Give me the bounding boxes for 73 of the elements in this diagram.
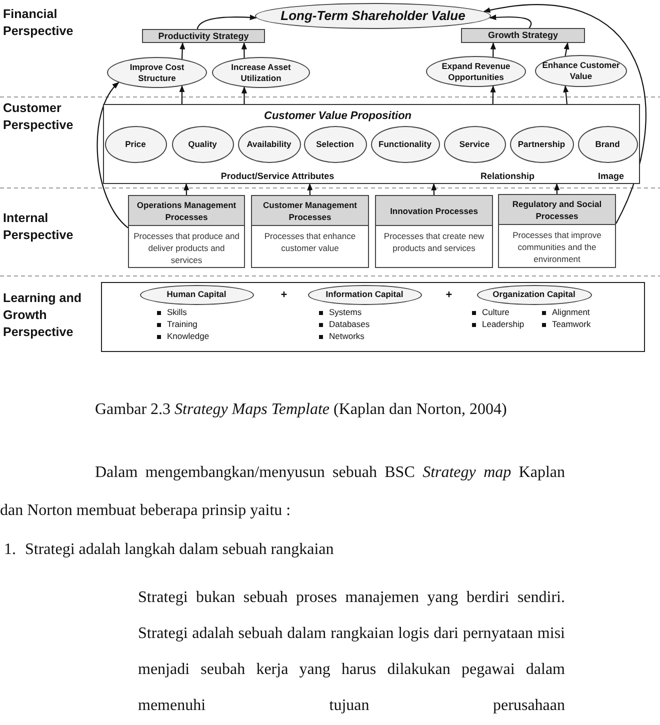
- arrow: [554, 183, 560, 194]
- list-item: Skills: [167, 307, 187, 318]
- list-item: Knowledge: [167, 331, 210, 342]
- section-label: Learning and Growth Perspective: [3, 290, 82, 341]
- process-description: Processes that produce and deliver products and services: [132, 230, 240, 267]
- objective-ellipse: Price: [104, 126, 166, 162]
- list-item: Systems: [329, 307, 362, 318]
- objective-ellipse: Expand Revenue Opportunities: [426, 56, 526, 87]
- list-item: Alignment: [552, 307, 590, 318]
- objective-ellipse: Human Capital: [140, 284, 254, 304]
- group-frame: [101, 282, 645, 352]
- list-item: Training: [167, 319, 198, 330]
- body-text: Dalam mengembangkan/menyusun sebuah BSC Strategy map Kaplan dan Norton membuat beberapa prinsip yaitu :: [0, 463, 565, 521]
- arrow: [307, 183, 313, 196]
- process-box: [375, 195, 493, 268]
- process-description: Processes that create new products and services: [382, 230, 486, 255]
- objective-ellipse: Availability: [238, 126, 300, 162]
- process-heading: Regulatory and Social Processes: [499, 195, 615, 225]
- section-label: Financial Perspective: [3, 6, 74, 40]
- figure-caption: Gambar 2.3 Strategy Maps Template (Kaplan dan Norton, 2004): [95, 400, 508, 420]
- arrow: [431, 183, 437, 195]
- arrow: [96, 82, 128, 228]
- objective-ellipse: Partnership: [510, 126, 574, 162]
- process-box: [498, 194, 616, 268]
- arrow: [490, 85, 496, 104]
- arrow: [180, 42, 186, 60]
- arrow: [489, 14, 532, 28]
- process-box: [128, 195, 245, 268]
- section-label: Image: [596, 170, 625, 183]
- objective-ellipse: Functionality: [370, 126, 440, 162]
- arrow: [184, 183, 190, 196]
- arrow: [490, 42, 496, 57]
- goal-ellipse: Long-Term Shareholder Value: [255, 3, 491, 29]
- process-description: Processes that improve communities and the environment: [512, 229, 602, 266]
- objective-ellipse: Improve Cost Structure: [107, 57, 207, 88]
- body-text: 1.: [4, 540, 17, 560]
- objective-ellipse: Quality: [172, 126, 234, 162]
- arrow: [241, 42, 247, 58]
- list-item: Networks: [329, 331, 364, 342]
- arrow: [179, 85, 185, 104]
- objective-ellipse: Selection: [304, 126, 366, 162]
- list-item: Databases: [329, 319, 370, 330]
- arrow: [563, 85, 569, 104]
- body-text: Strategi adalah langkah dalam sebuah rangkaian: [25, 540, 335, 560]
- section-label: Customer Perspective: [3, 100, 74, 134]
- objective-ellipse: Organization Capital: [476, 284, 592, 304]
- body-text: Strategi bukan sebuah proses manajemen yang berdiri sendiri. Strategi adalah sebuah dalam rangkaian logis dari pernyataan misi menjadi seubah kerja yang harus dilakukan pegawai dalam memenuhi tujuan perusahaan: [138, 588, 565, 716]
- section-label: Relationship: [479, 170, 536, 183]
- process-description: Processes that enhance customer value: [263, 230, 357, 255]
- section-label: Product/Service Attributes: [220, 170, 336, 183]
- strategy-box: Growth Strategy: [461, 28, 585, 43]
- frame-heading: Customer Value Proposition: [264, 109, 412, 124]
- process-box: [251, 195, 369, 268]
- group-frame: [103, 104, 640, 184]
- arrow: [241, 86, 248, 104]
- arrow: [564, 42, 570, 56]
- objective-ellipse: Increase Asset Utilization: [212, 57, 310, 88]
- arrow: [483, 4, 646, 224]
- section-label: +: [280, 288, 288, 303]
- strategy-box: Productivity Strategy: [142, 29, 265, 43]
- process-heading: Operations Management Processes: [129, 196, 244, 226]
- objective-ellipse: Enhance Customer Value: [535, 55, 627, 87]
- list-item: Teamwork: [552, 319, 591, 330]
- section-label: +: [444, 288, 454, 303]
- objective-ellipse: Brand: [578, 126, 638, 162]
- arrow: [196, 14, 257, 30]
- process-heading: Innovation Processes: [376, 196, 492, 226]
- section-label: Internal Perspective: [3, 210, 74, 244]
- objective-ellipse: Information Capital: [308, 284, 422, 304]
- objective-ellipse: Service: [444, 126, 506, 162]
- process-heading: Customer Management Processes: [252, 196, 368, 226]
- list-item: Leadership: [482, 319, 524, 330]
- list-item: Culture: [482, 307, 510, 318]
